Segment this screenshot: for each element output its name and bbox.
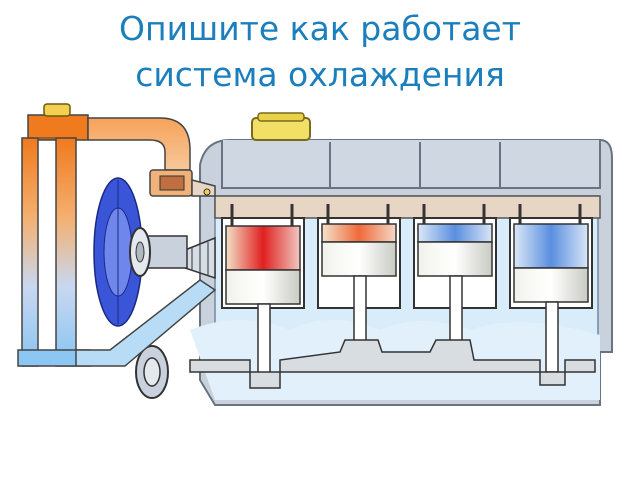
slide-title-line-1: Опишите как работает — [119, 9, 521, 48]
slide-title: Опишите как работает система охлаждения — [0, 6, 640, 98]
fan-pulley — [129, 227, 188, 277]
piston-3-icon — [417, 241, 493, 277]
piston-1-icon — [225, 225, 301, 271]
cylinder-3 — [413, 204, 497, 357]
cylinder-1 — [221, 204, 305, 375]
cooling-system-diagram — [17, 103, 613, 406]
slide-title-line-2: система охлаждения — [135, 55, 505, 94]
upper-hose — [87, 117, 191, 171]
water-pump-icon — [184, 236, 216, 280]
crank-pulley — [135, 345, 169, 399]
radiator-icon — [17, 103, 91, 367]
fan-icon — [93, 177, 143, 327]
crankshaft-icon — [189, 339, 596, 389]
piston-4-icon — [513, 223, 589, 269]
piston-2-icon — [321, 241, 397, 277]
cylinder-2 — [317, 204, 401, 357]
lower-hose — [75, 279, 217, 367]
cylinder-4 — [509, 204, 593, 373]
thermostat-icon — [149, 169, 216, 197]
cylinder-head — [214, 195, 601, 219]
